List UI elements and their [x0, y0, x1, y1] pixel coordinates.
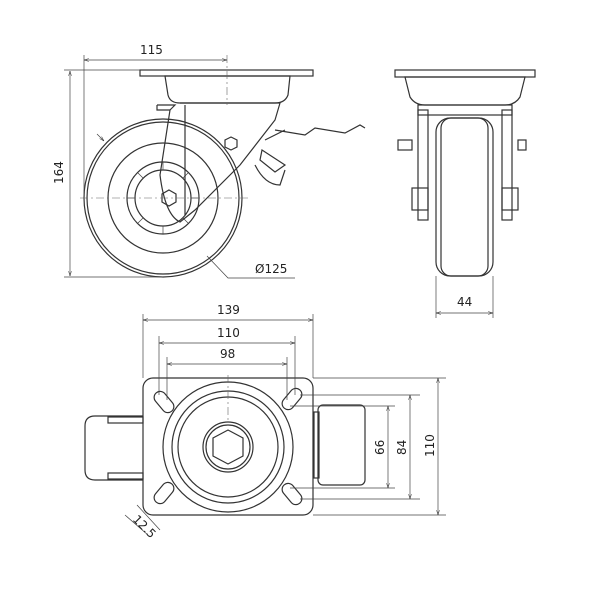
dim-side-width: 115 [140, 43, 163, 57]
dim-wheel-diameter: Ø125 [255, 262, 287, 276]
wheel-front [435, 117, 494, 277]
front-view: 44 [394, 69, 536, 318]
dim-hole-spacing-84: 84 [395, 440, 409, 455]
swivel-bolt [224, 136, 238, 151]
dim-front-wheel-width: 44 [457, 295, 472, 309]
top-view: 139 110 98 66 84 110 12.5 [84, 303, 446, 541]
dim-slot-width: 12.5 [130, 512, 159, 541]
mounting-slots [153, 387, 303, 506]
axle-nut [161, 189, 177, 207]
dim-plate-length: 139 [217, 303, 240, 317]
side-view: 115 164 Ø125 [52, 43, 366, 279]
dim-hole-spacing-outer: 110 [217, 326, 240, 340]
dim-hole-spacing-inner: 98 [220, 347, 235, 361]
dim-side-height: 164 [52, 161, 66, 184]
dim-plate-width: 110 [423, 434, 437, 457]
dim-hole-spacing-66: 66 [373, 440, 387, 455]
brake-pad [317, 404, 366, 486]
